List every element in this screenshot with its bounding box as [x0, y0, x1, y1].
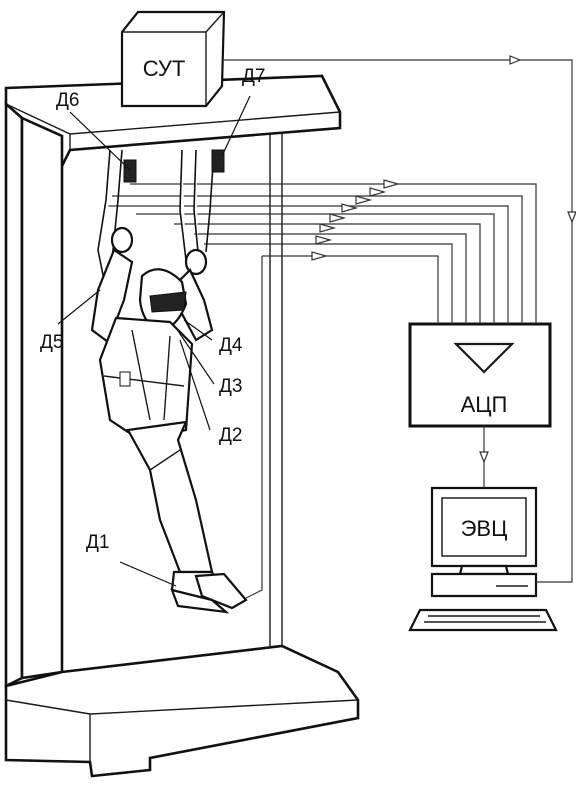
adc-block: АЦП	[408, 322, 552, 428]
sensor-label-d3: Д3	[219, 376, 242, 397]
sensor-labels: Д1 Д2 Д3 Д4 Д5 Д6 Д7	[40, 66, 265, 553]
sensor-label-d2: Д2	[219, 425, 242, 446]
left-post	[4, 101, 24, 689]
base-platform	[4, 644, 360, 778]
sensor-label-d7: Д7	[242, 66, 265, 87]
legs	[126, 420, 214, 574]
sensor-d7	[211, 149, 225, 173]
system-unit	[430, 572, 538, 598]
torso	[98, 316, 194, 442]
training-stand	[4, 74, 360, 778]
computer-block: ЭВЦ	[408, 486, 558, 632]
amplifier-icon	[453, 342, 515, 374]
sensor-label-d5: Д5	[40, 332, 63, 353]
sensor-label-d6: Д6	[56, 90, 79, 111]
signal-wires	[104, 55, 576, 599]
control-unit-block: СУТ	[120, 10, 226, 108]
computer-label: ЭВЦ	[461, 516, 508, 541]
trainee-figure	[90, 149, 248, 614]
sensor-leaders	[57, 95, 251, 587]
sensor-label-d4: Д4	[219, 335, 243, 356]
sensor-label-d1: Д1	[86, 532, 109, 553]
goggles	[149, 291, 187, 313]
keyboard	[408, 608, 558, 632]
adc-label: АЦП	[461, 392, 508, 417]
control-unit-label: СУТ	[143, 56, 186, 81]
sensor-d6	[123, 159, 137, 183]
right-shoe	[194, 572, 248, 610]
